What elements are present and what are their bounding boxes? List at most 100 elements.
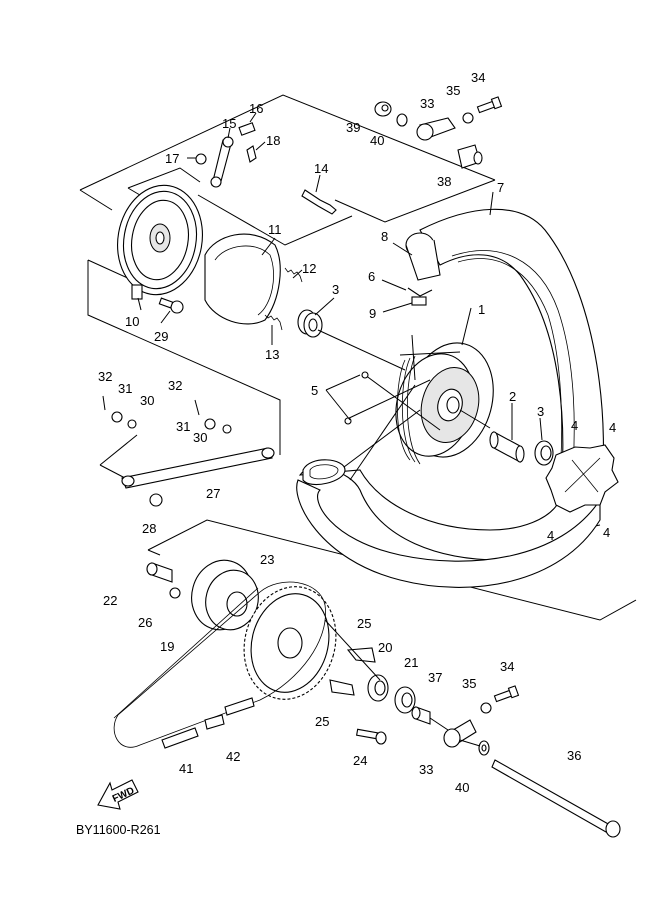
bolt-part-34b[interactable] xyxy=(493,685,520,703)
clutch-hub-part-19[interactable] xyxy=(184,553,265,636)
callout-25: 25 xyxy=(315,714,329,729)
collar-part-2[interactable] xyxy=(489,431,525,463)
callout-24: 24 xyxy=(353,753,367,768)
callout-41: 41 xyxy=(179,761,193,776)
leader-lines xyxy=(137,112,543,441)
adjuster-part-33a[interactable] xyxy=(416,117,456,141)
cotter-pin-part-32b[interactable] xyxy=(194,399,200,416)
callout-4: 4 xyxy=(603,525,610,540)
callout-35: 35 xyxy=(462,676,476,691)
callout-36: 36 xyxy=(567,748,581,763)
nut-part-17[interactable] xyxy=(195,153,207,165)
nut-part-31a[interactable] xyxy=(111,411,123,423)
callout-25: 25 xyxy=(357,616,371,631)
bolt-part-29[interactable] xyxy=(158,297,184,314)
callout-40: 40 xyxy=(455,780,469,795)
callout-1: 1 xyxy=(478,302,485,317)
callout-26: 26 xyxy=(138,615,152,630)
collar-part-22[interactable] xyxy=(146,562,173,583)
brake-panel-part-10[interactable] xyxy=(109,179,211,302)
sprocket-part-23[interactable] xyxy=(232,576,348,709)
axis-line xyxy=(459,409,491,429)
washer-part-30a[interactable] xyxy=(127,419,137,429)
axle-part-36[interactable] xyxy=(491,759,621,838)
damper-part-4[interactable] xyxy=(545,444,619,513)
axis-line xyxy=(429,717,449,731)
drive-chain-part-41[interactable] xyxy=(113,581,326,749)
callout-4: 4 xyxy=(609,420,616,435)
callout-19: 19 xyxy=(160,639,174,654)
plate-part-25a[interactable] xyxy=(346,647,376,663)
callout-31: 31 xyxy=(176,419,190,434)
spring-part-12[interactable] xyxy=(284,267,303,283)
callout-16: 16 xyxy=(249,101,263,116)
washer-part-30b[interactable] xyxy=(222,424,232,434)
callout-17: 17 xyxy=(165,151,179,166)
callout-32: 32 xyxy=(168,378,182,393)
bearing-part-20[interactable] xyxy=(367,674,389,702)
callout-3: 3 xyxy=(332,282,339,297)
nut-part-35a[interactable] xyxy=(462,112,474,124)
valve-part-9[interactable] xyxy=(411,296,427,306)
callout-37: 37 xyxy=(428,670,442,685)
callout-27: 27 xyxy=(206,486,220,501)
collar-part-37[interactable] xyxy=(411,706,431,725)
callout-12: 12 xyxy=(302,261,316,276)
callout-4: 4 xyxy=(547,528,554,543)
cotter-pin-part-32a[interactable] xyxy=(102,395,106,411)
plate-part-25b[interactable] xyxy=(329,679,355,696)
callout-30: 30 xyxy=(140,393,154,408)
callout-33: 33 xyxy=(420,96,434,111)
diagram-code: BY11600-R261 xyxy=(76,823,161,837)
callout-2: 2 xyxy=(509,389,516,404)
callout-35: 35 xyxy=(446,83,460,98)
callout-42: 42 xyxy=(226,749,240,764)
spokes-part-5[interactable] xyxy=(339,334,461,481)
callout-31: 31 xyxy=(118,381,132,396)
callout-20: 20 xyxy=(378,640,392,655)
callout-32: 32 xyxy=(98,369,112,384)
callout-8: 8 xyxy=(381,229,388,244)
callout-10: 10 xyxy=(125,314,139,329)
callout-14: 14 xyxy=(314,161,328,176)
bolt-part-16[interactable] xyxy=(238,122,256,136)
bearing-part-3a[interactable] xyxy=(297,309,323,338)
indicator-part-18[interactable] xyxy=(246,145,257,163)
bearing-part-3b[interactable] xyxy=(534,440,554,466)
washer-part-40a[interactable] xyxy=(396,113,408,127)
callout-28: 28 xyxy=(142,521,156,536)
callout-labels: 1 2 3 3 4 4 4 4 5 6 7 8 9 10 11 12 13 14… xyxy=(98,70,616,795)
bolt-part-34a[interactable] xyxy=(476,96,503,114)
chain-joint-part-42[interactable] xyxy=(204,697,255,730)
forward-direction-arrow: FWD xyxy=(97,779,139,810)
adjuster-part-33b[interactable] xyxy=(443,719,477,748)
washer-part-40b[interactable] xyxy=(478,740,490,756)
callout-33: 33 xyxy=(419,762,433,777)
callout-23: 23 xyxy=(260,552,274,567)
oil-seal-part-21[interactable] xyxy=(394,686,416,714)
callout-11: 11 xyxy=(268,222,282,237)
callout-4: 4 xyxy=(571,418,578,433)
brake-shoe-part-11[interactable] xyxy=(204,233,281,325)
nut-part-39[interactable] xyxy=(374,101,392,117)
spacer-part-38[interactable] xyxy=(457,144,483,169)
bolt-part-28[interactable] xyxy=(149,493,163,507)
brake-arm-part-15[interactable] xyxy=(210,136,234,188)
spring-part-13[interactable] xyxy=(264,314,283,331)
rim-band-part-6[interactable] xyxy=(407,287,433,297)
tension-bar-part-27[interactable] xyxy=(121,447,275,489)
callout-6: 6 xyxy=(368,269,375,284)
tube-part-8[interactable] xyxy=(405,232,441,281)
bolt-part-24[interactable] xyxy=(355,728,387,745)
callout-30: 30 xyxy=(193,430,207,445)
nut-part-31b[interactable] xyxy=(204,418,216,430)
camshaft-part-14[interactable] xyxy=(301,189,337,215)
nut-part-35b[interactable] xyxy=(480,702,492,714)
axis-line xyxy=(317,329,406,371)
callout-5: 5 xyxy=(311,383,318,398)
callout-7: 7 xyxy=(497,180,504,195)
axis-line xyxy=(324,619,381,681)
callout-21: 21 xyxy=(404,655,418,670)
nut-part-26[interactable] xyxy=(169,587,181,599)
rim-valve-hole xyxy=(302,459,346,485)
